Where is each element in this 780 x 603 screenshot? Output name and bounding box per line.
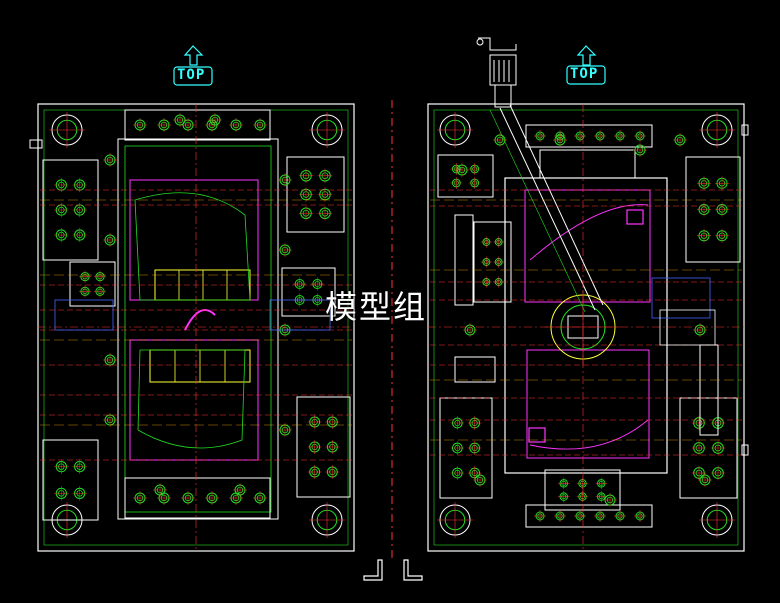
cooling-channel	[54, 299, 114, 331]
core-pin	[626, 209, 644, 225]
insert-block	[42, 159, 99, 261]
top-support	[539, 149, 636, 179]
side-tab	[29, 139, 43, 149]
bottom-clamp-block	[124, 477, 271, 519]
cooling-block	[659, 309, 716, 346]
part-contour	[529, 204, 649, 261]
insert-block	[69, 261, 116, 307]
side-tab	[741, 444, 749, 456]
watermark-text: 模型组	[325, 288, 428, 326]
side-lock	[454, 214, 474, 306]
runner	[184, 309, 216, 331]
insert-block	[281, 267, 336, 317]
side-lock	[454, 356, 496, 383]
insert-block	[42, 439, 99, 521]
cooling-channel	[269, 299, 331, 331]
cavity-inner	[124, 145, 272, 513]
left-mold-plate	[29, 103, 355, 552]
plate-inner-outline	[433, 109, 739, 546]
top-clamp-block	[124, 109, 271, 141]
side-tab	[741, 124, 749, 136]
part-contour	[137, 349, 246, 449]
insert-block	[544, 469, 621, 511]
part-contour	[529, 419, 649, 450]
plate-outline	[427, 103, 745, 552]
bottom-clamp-block	[525, 504, 653, 528]
insert-block	[679, 397, 738, 499]
top-label-right: TOP	[570, 66, 599, 82]
runner-line	[489, 109, 586, 313]
top-clamp-block	[525, 124, 653, 148]
core-pin	[528, 427, 546, 443]
insert-block	[437, 154, 494, 198]
insert-block	[286, 156, 345, 233]
core-cavity-lower	[526, 349, 650, 459]
bottom-bracket-marks	[363, 559, 423, 581]
cooling-channel	[651, 277, 711, 319]
runner-line	[499, 107, 596, 311]
top-label-left: TOP	[177, 67, 206, 83]
insert-block	[473, 221, 512, 303]
right-mold-plate	[427, 103, 749, 552]
nozzle-fitting	[476, 37, 517, 108]
insert-block	[296, 396, 351, 498]
cavity-frame	[117, 138, 279, 520]
part-contour	[134, 192, 251, 301]
top-arrow-left	[173, 45, 213, 86]
insert-block	[685, 156, 741, 263]
top-arrow-right	[566, 45, 606, 85]
